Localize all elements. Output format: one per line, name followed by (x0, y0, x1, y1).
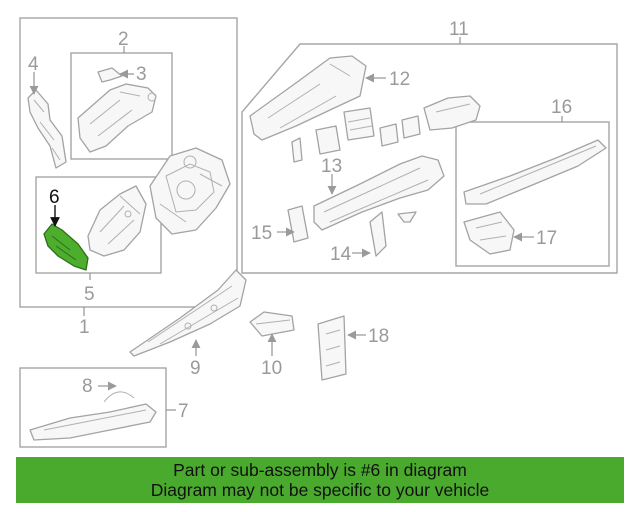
callout-10: 10 (261, 358, 282, 379)
part-12-drawing (249, 55, 367, 141)
banner-line-1: Part or sub-assembly is #6 in diagram (173, 460, 467, 480)
part-4-drawing (27, 89, 67, 169)
part-16-drawing (463, 139, 607, 205)
part-14-drawing (369, 211, 387, 257)
banner-line-2: Diagram may not be specific to your vehi… (150, 480, 490, 500)
callout-8: 8 (82, 376, 93, 397)
callout-5: 5 (84, 284, 95, 305)
assembly-11-box (241, 43, 618, 274)
callout-7: 7 (178, 401, 189, 422)
part-13-drawing (313, 155, 445, 231)
assembly-7-box (19, 367, 167, 448)
callout-4: 4 (28, 54, 39, 75)
assembly-2-box (70, 52, 173, 160)
callout-12: 12 (389, 69, 410, 90)
callout-16: 16 (551, 97, 572, 118)
part-8-drawing (103, 391, 135, 403)
part-11-clip (397, 211, 417, 223)
callout-13: 13 (321, 156, 342, 177)
part-5-drawing (87, 185, 147, 257)
diagram-notice-banner: Part or sub-assembly is #6 in diagram Di… (16, 457, 624, 503)
assembly-16-box (455, 121, 610, 267)
part-17-drawing (463, 211, 515, 255)
part-6-highlighted[interactable] (43, 223, 89, 271)
part-9-drawing (129, 269, 247, 357)
assembly-1-box (19, 17, 238, 308)
callout-18: 18 (368, 326, 389, 347)
callout-3: 3 (136, 64, 147, 85)
part-10-drawing (249, 311, 295, 337)
callout-17: 17 (536, 228, 557, 249)
assembly-5-box (35, 176, 162, 274)
part-1-tower-drawing (149, 147, 231, 235)
part-7-drawing (29, 403, 157, 441)
callout-14: 14 (330, 244, 352, 265)
callout-1: 1 (79, 317, 90, 338)
parts-diagram: 1 2 3 4 5 6 7 8 9 10 11 12 13 14 15 16 1… (19, 17, 618, 448)
part-18-drawing (317, 315, 347, 381)
callout-2: 2 (118, 29, 129, 50)
part-3-drawing (97, 67, 123, 83)
callout-15: 15 (251, 223, 272, 244)
callout-9: 9 (190, 358, 201, 379)
callout-6[interactable]: 6 (49, 187, 60, 208)
part-11-small-parts (291, 95, 481, 163)
part-2-drawing (77, 83, 157, 153)
part-15-drawing (287, 205, 309, 243)
callout-11: 11 (449, 19, 469, 40)
